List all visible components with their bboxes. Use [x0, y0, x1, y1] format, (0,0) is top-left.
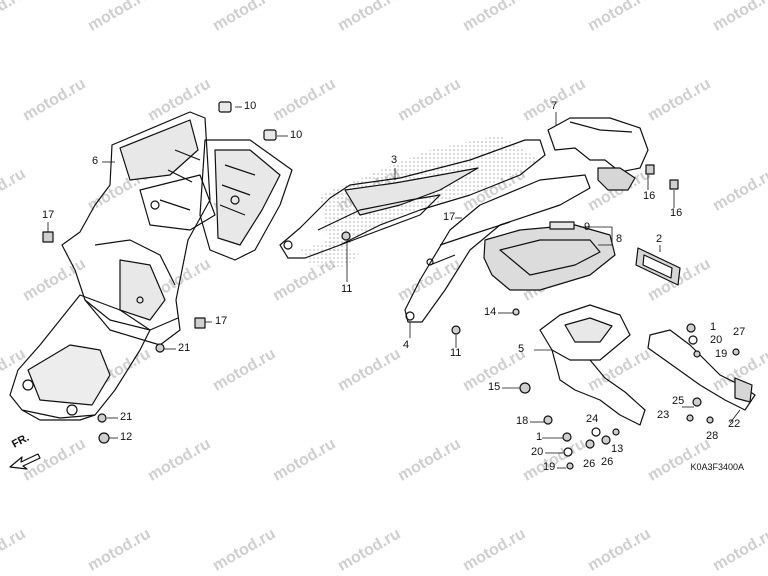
clip-part-16b	[669, 179, 679, 190]
splash-guard-part	[9, 294, 151, 421]
grommet-part-26b	[601, 435, 611, 445]
nut-part-1b	[562, 432, 572, 442]
license-bracket-part	[539, 304, 646, 426]
callout-label: 10	[244, 100, 257, 112]
bolt-part-21a	[155, 343, 165, 353]
callout-label: 7	[551, 100, 558, 112]
bolt-part-21b	[97, 413, 107, 423]
bolt-part-19b	[566, 462, 574, 470]
bolt-part-11b	[451, 325, 461, 335]
callout-label: 15	[488, 381, 501, 393]
callout-label: 26	[601, 456, 614, 468]
mudguard-bracket-part	[199, 139, 293, 261]
callout-label: 5	[518, 343, 525, 355]
shade-area-main	[320, 135, 540, 255]
bolt-part-28	[706, 416, 714, 424]
callout-label: 22	[728, 418, 741, 430]
callout-label: 23	[657, 409, 670, 421]
callout-label: 14	[484, 306, 497, 318]
callout-label: 17	[42, 209, 55, 221]
direction-arrow-icon	[9, 453, 41, 470]
callout-label: 20	[531, 446, 544, 458]
callout-label: 16	[670, 207, 683, 219]
callout-label: 11	[341, 283, 353, 295]
under-cover-part	[483, 221, 616, 291]
bolt-part-14	[512, 308, 520, 316]
lens-part	[635, 247, 681, 286]
nut-part-15	[519, 382, 531, 394]
callout-label: 6	[92, 155, 99, 167]
nut-part-25	[692, 397, 702, 407]
callout-label: 28	[706, 430, 719, 442]
bolt-part-27	[732, 348, 740, 356]
callout-label: 1	[710, 321, 717, 333]
callout-label: 12	[120, 431, 133, 443]
callout-label: 26	[583, 458, 596, 470]
callout-label: 20	[710, 334, 723, 346]
nut-part-17b	[194, 317, 206, 329]
callout-label: 8	[616, 233, 623, 245]
callout-label: 17	[215, 315, 228, 327]
callout-label: 19	[543, 461, 556, 473]
shade-area-seat	[300, 240, 360, 270]
grommet-part-26a	[585, 439, 595, 449]
seat-rail-part	[279, 139, 591, 323]
clip-part-16a	[645, 164, 655, 175]
clip-part-10b	[263, 129, 277, 141]
callout-label: 11	[450, 347, 462, 359]
callout-label: 24	[586, 413, 599, 425]
callout-label: 21	[120, 411, 133, 423]
washer-part-20a	[688, 335, 698, 345]
callout-label: 16	[643, 190, 656, 202]
diagram-code: K0A3F3400A	[690, 462, 744, 472]
callout-label: 10	[290, 129, 303, 141]
washer-part-20b	[563, 447, 573, 457]
rear-cowl-part	[547, 117, 649, 191]
clip-part-10a	[218, 101, 232, 113]
bolt-part-23	[686, 414, 694, 422]
callout-label: 1	[536, 431, 543, 443]
bolt-part-11a	[341, 231, 351, 241]
callout-label: 3	[391, 154, 398, 166]
bolt-part-18	[543, 415, 553, 425]
reflector-stay-part	[647, 329, 756, 411]
bolt-part-19a	[693, 350, 701, 358]
callout-label: 18	[516, 415, 529, 427]
callout-label: 25	[672, 395, 685, 407]
nut-part-1a	[686, 323, 696, 333]
grommet-part-24	[591, 427, 601, 437]
callout-label: 19	[715, 348, 728, 360]
callout-label: 21	[178, 342, 191, 354]
callout-label: 9	[584, 221, 591, 233]
callout-label: 17	[443, 211, 456, 223]
callout-label: 2	[656, 233, 663, 245]
callout-label: 13	[611, 443, 624, 455]
callout-label: 4	[403, 339, 410, 351]
callout-label: 27	[733, 326, 746, 338]
leader-lines	[47, 106, 741, 469]
bolt-part-12	[98, 432, 110, 444]
bolt-part-13	[612, 428, 620, 436]
inner-fender-part	[61, 111, 216, 346]
nut-part-17a	[42, 231, 54, 243]
